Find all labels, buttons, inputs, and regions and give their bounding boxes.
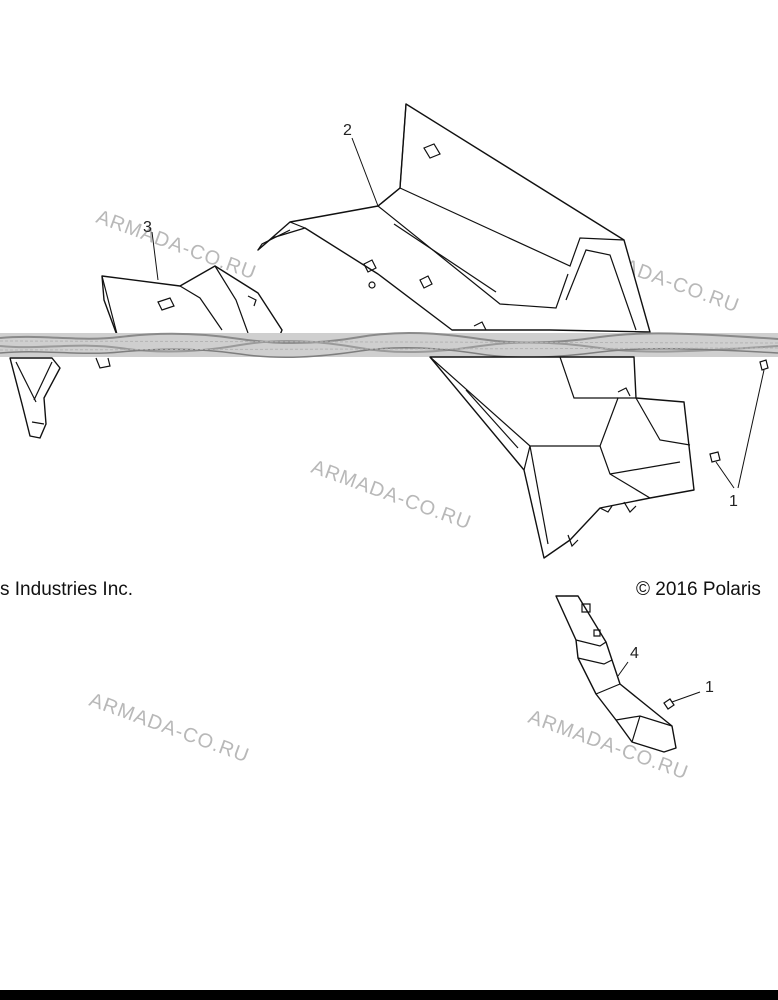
callout-4: 4 bbox=[630, 645, 639, 662]
part-2-lower-panel bbox=[429, 356, 695, 559]
callout-3: 3 bbox=[143, 219, 152, 236]
watermark-4: ARMADA-CO.RU bbox=[86, 689, 252, 767]
part-2-upper-panel bbox=[257, 103, 651, 333]
watermark-1: ARMADA-CO.RU bbox=[93, 206, 259, 284]
copyright-right: © 2016 Polaris bbox=[636, 579, 761, 600]
callouts: 2 3 1 4 1 bbox=[143, 122, 738, 696]
callout-1-upper: 1 bbox=[729, 493, 738, 510]
leader-lines bbox=[151, 137, 379, 281]
bottom-bar bbox=[0, 990, 778, 1000]
left-bracket-fragment bbox=[9, 357, 111, 439]
callout-2: 2 bbox=[343, 122, 352, 139]
part-3-side-panel bbox=[101, 265, 283, 341]
fastener-group-upper bbox=[709, 359, 769, 489]
watermark-3: ARMADA-CO.RU bbox=[308, 456, 474, 534]
part-4-deflector bbox=[555, 595, 701, 753]
callout-1-lower: 1 bbox=[705, 679, 714, 696]
texture-band bbox=[0, 331, 778, 359]
copyright-left: s Industries Inc. bbox=[0, 579, 133, 600]
